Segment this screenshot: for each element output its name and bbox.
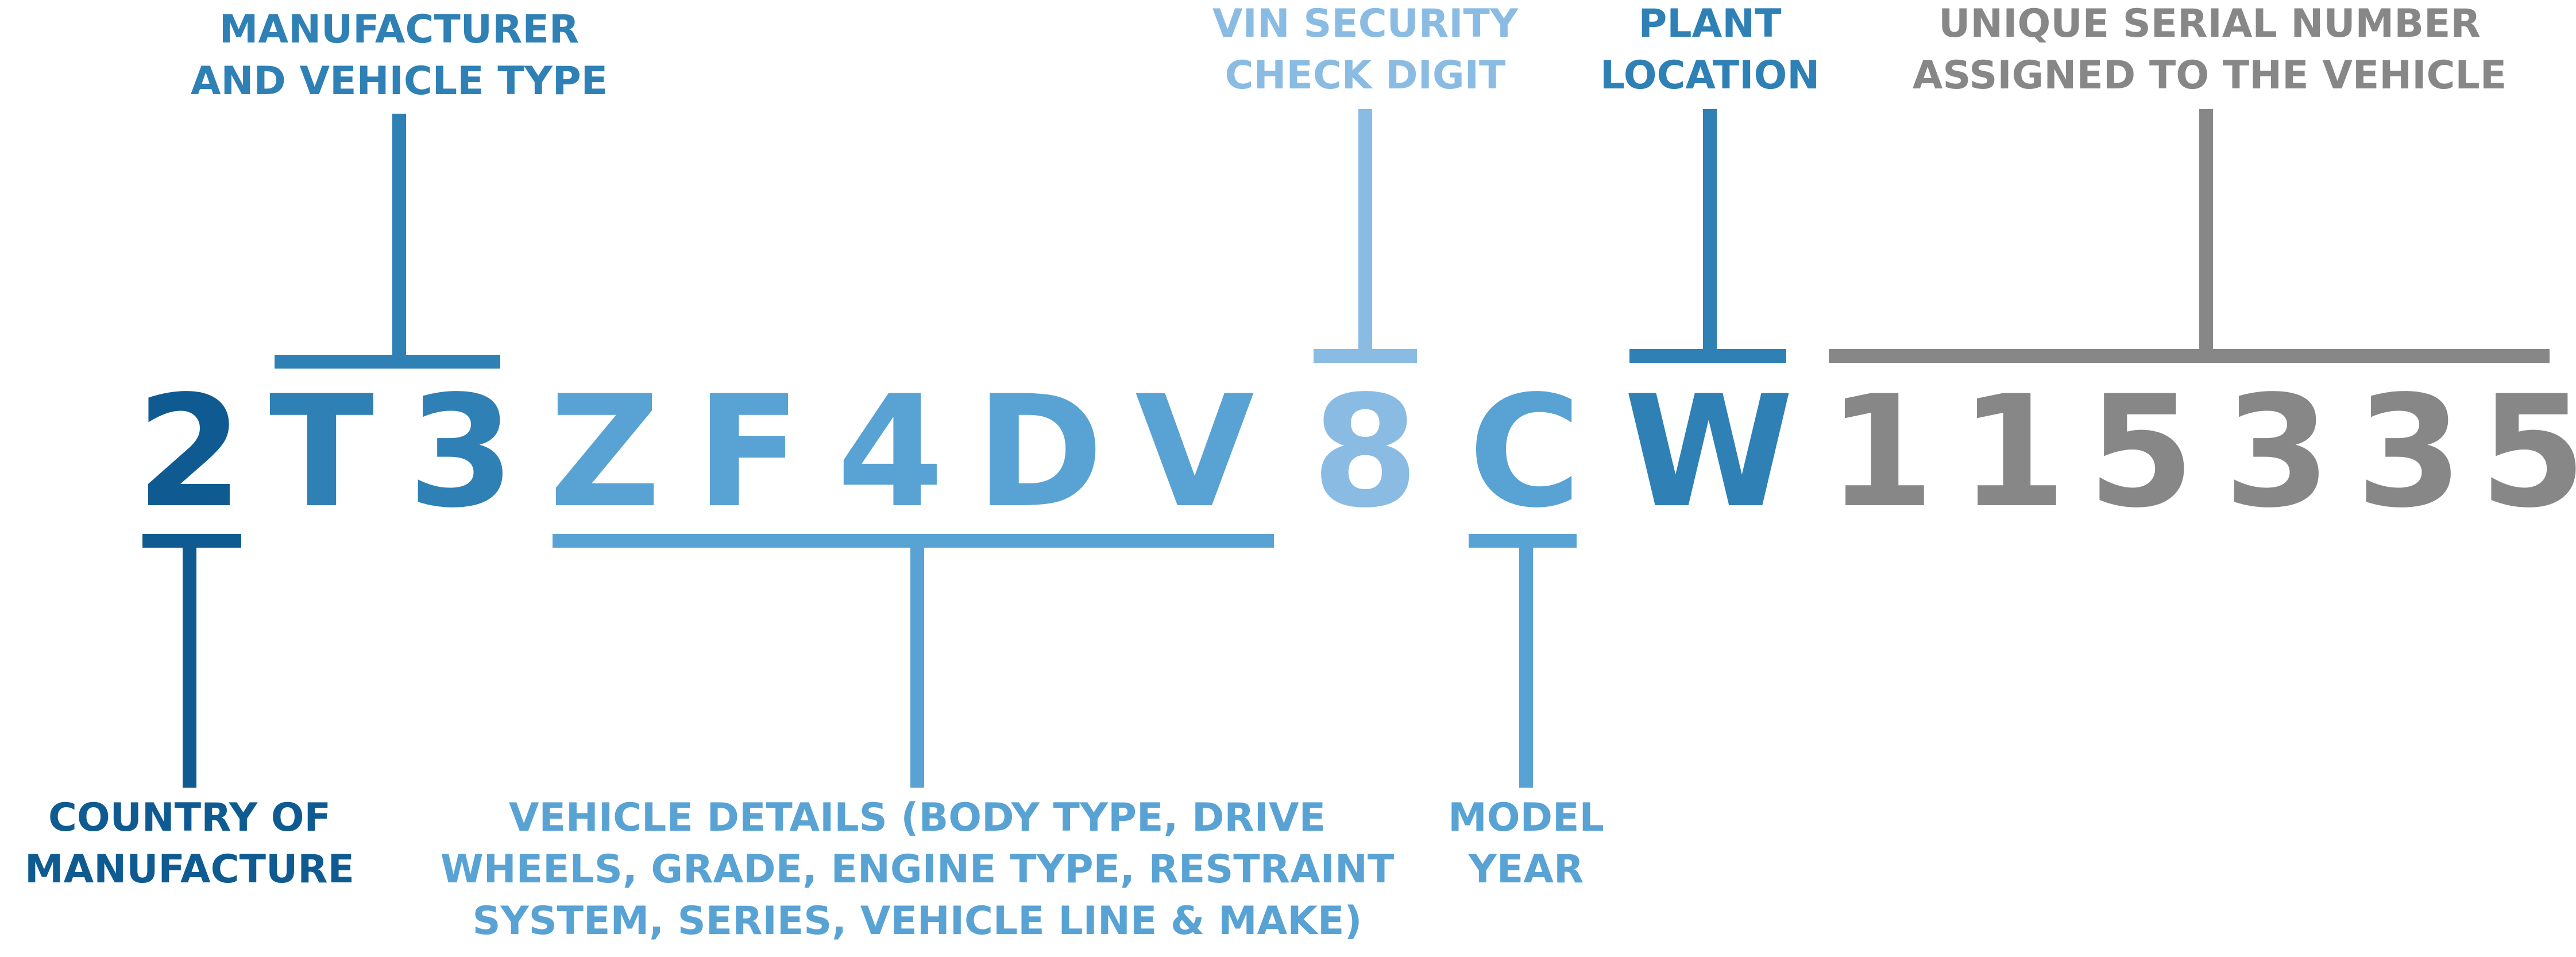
label-security-line2: CHECK DIGIT	[1225, 53, 1506, 98]
label-plant-line2: LOCATION	[1600, 53, 1820, 98]
label-manufacturer-line1: MANUFACTURER	[219, 7, 579, 52]
vin-char-5: F	[696, 363, 801, 542]
vin-char-17: 5	[2480, 363, 2576, 542]
bracket-vehicle-details	[553, 534, 1274, 788]
vin-char-6: 4	[837, 363, 944, 542]
label-model-year-line1: MODEL	[1448, 795, 1604, 840]
label-manufacturer-line2: AND VEHICLE TYPE	[191, 59, 608, 104]
label-details-line1: VEHICLE DETAILS (BODY TYPE, DRIVE	[509, 795, 1326, 840]
label-details-line3: SYSTEM, SERIES, VEHICLE LINE & MAKE)	[472, 898, 1362, 944]
vin-char-1: 2	[136, 363, 243, 542]
vin-char-2: T	[269, 363, 375, 542]
vin-char-14: 5	[2088, 363, 2195, 542]
bracket-country	[142, 534, 241, 788]
label-country-line2: MANUFACTURE	[25, 847, 354, 892]
label-manufacturer: MANUFACTURER AND VEHICLE TYPE	[191, 7, 608, 104]
vin-char-13: 1	[1960, 363, 2067, 542]
label-country-line1: COUNTRY OF	[48, 795, 331, 840]
label-security-check: VIN SECURITY CHECK DIGIT	[1212, 1, 1519, 98]
bracket-model-year	[1469, 534, 1577, 788]
vin-char-7: D	[976, 363, 1103, 542]
vin-char-12: 1	[1828, 363, 1934, 542]
bracket-plant-location	[1629, 109, 1786, 363]
label-serial-line1: UNIQUE SERIAL NUMBER	[1938, 1, 2481, 47]
vin-char-4: Z	[549, 363, 661, 542]
label-serial-line2: ASSIGNED TO THE VEHICLE	[1913, 53, 2507, 98]
label-vehicle-details: VEHICLE DETAILS (BODY TYPE, DRIVE WHEELS…	[441, 795, 1395, 944]
bracket-manufacturer	[275, 114, 500, 369]
label-plant-location: PLANT LOCATION	[1600, 1, 1820, 98]
bracket-security-check	[1314, 109, 1417, 363]
vin-char-3: 3	[408, 363, 515, 542]
label-plant-line1: PLANT	[1638, 1, 1782, 47]
vin-char-11: W	[1624, 363, 1794, 542]
label-details-line2: WHEELS, GRADE, ENGINE TYPE, RESTRAINT	[441, 847, 1395, 892]
label-serial-number: UNIQUE SERIAL NUMBER ASSIGNED TO THE VEH…	[1913, 1, 2507, 98]
vin-char-15: 3	[2224, 363, 2331, 542]
label-country-of-manufacture: COUNTRY OF MANUFACTURE	[25, 795, 354, 892]
vin-char-10: C	[1469, 363, 1582, 542]
vin-characters: 2 T 3 Z F 4 D V 8 C W 1 1 5 3 3 5	[136, 363, 2576, 542]
vin-char-8: V	[1135, 363, 1255, 542]
label-security-line1: VIN SECURITY	[1212, 1, 1519, 47]
label-model-year-line2: YEAR	[1468, 847, 1584, 892]
vin-char-16: 3	[2356, 363, 2463, 542]
vin-char-9: 8	[1312, 363, 1419, 542]
bracket-serial-number	[1829, 109, 2550, 363]
label-model-year: MODEL YEAR	[1448, 795, 1604, 892]
